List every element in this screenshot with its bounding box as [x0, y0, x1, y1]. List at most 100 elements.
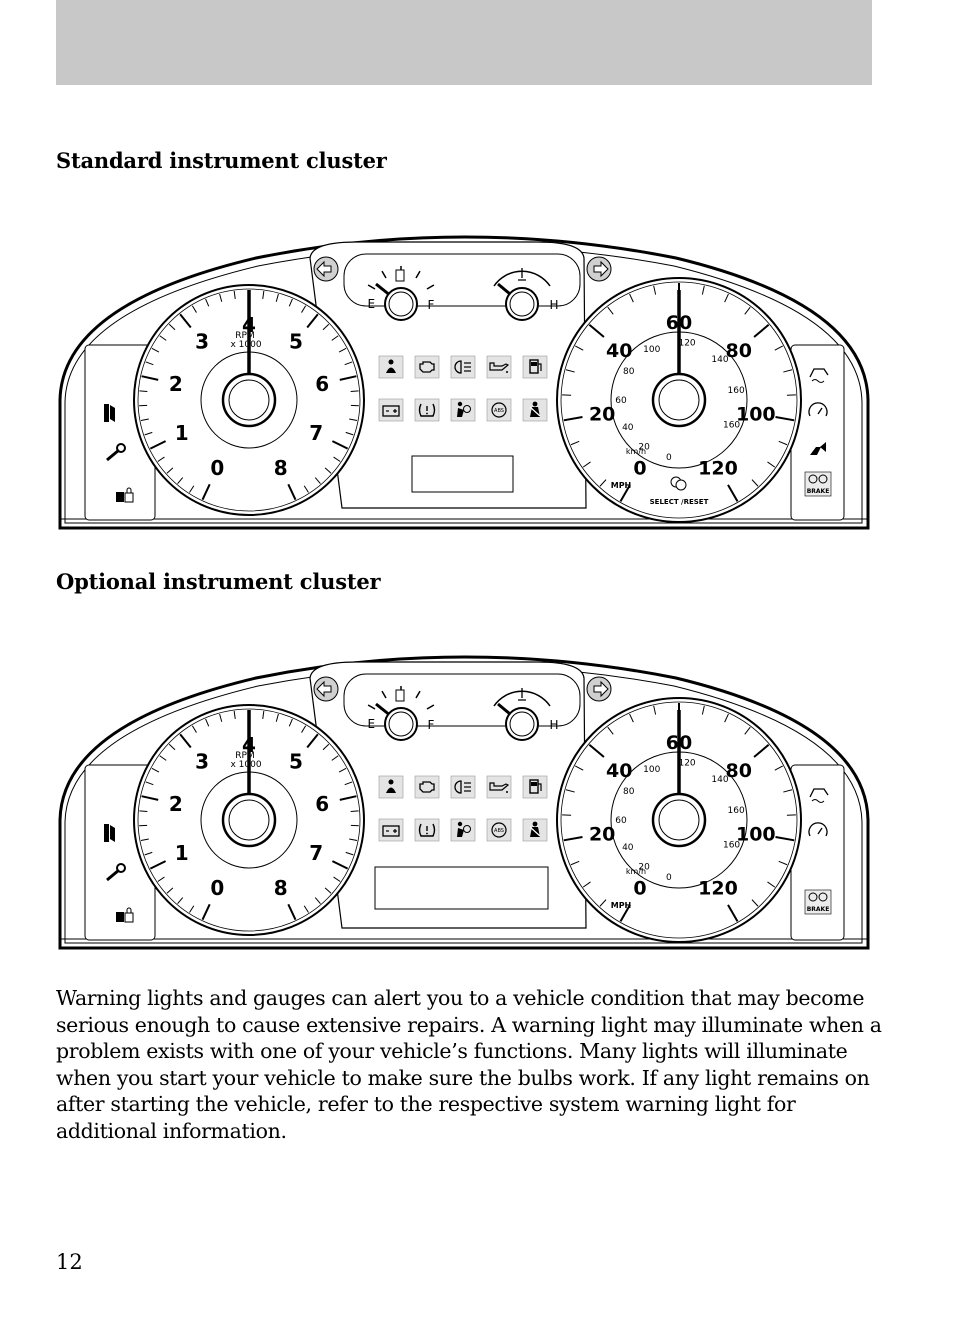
tach-minor-tick [324, 467, 332, 474]
tach-minor-tick [314, 477, 321, 484]
left-indicator-group [104, 404, 134, 503]
tach-minor-tick [205, 298, 210, 307]
tach-minor-tick [166, 467, 174, 474]
tach-major-tick [331, 440, 349, 450]
mph-tick-label: 120 [698, 878, 738, 900]
mph-minor-tick [570, 440, 580, 446]
mph-minor-tick [767, 461, 776, 468]
mph-minor-tick [701, 705, 705, 715]
standard-instrument-cluster: EFH012345678RPMx 10000204060801001200204… [56, 210, 872, 530]
tach-minor-tick [322, 743, 330, 751]
speedometer: 020406080100120020406080100120140160160k… [556, 277, 802, 523]
tach-minor-tick [191, 725, 197, 733]
seatbelt-check-icon [378, 355, 404, 379]
traction-control-icon [809, 788, 829, 803]
mph-minor-tick [751, 479, 759, 487]
tach-minor-tick [338, 767, 347, 773]
battery-icon [378, 818, 404, 842]
headlamp-icon [450, 355, 476, 379]
tach-minor-tick [262, 710, 265, 719]
tach-minor-tick [275, 293, 279, 302]
tach-minor-tick [338, 347, 347, 353]
tach-tick-label: 1 [175, 841, 189, 865]
cluster-drawing: EFH012345678RPMx 10000204060801001200204… [58, 655, 870, 950]
rpm-scale-label: x 1000 [230, 760, 261, 770]
standard-cluster-title: Standard instrument cluster [56, 148, 387, 173]
temp-hot-label: H [549, 298, 558, 312]
mph-minor-tick [778, 440, 788, 446]
coolant-temp-icon [518, 688, 526, 701]
mph-minor-tick [744, 306, 751, 315]
brake-icon: BRAKE [804, 471, 832, 497]
mph-major-tick [753, 324, 770, 338]
fuel-empty-label: E [367, 717, 375, 731]
tach-minor-tick [301, 725, 307, 733]
mph-minor-tick [724, 293, 729, 303]
message-display [374, 866, 549, 910]
cluster-drawing: EFH012345678RPMx 10000204060801001200204… [58, 235, 870, 530]
temp-hot-label: H [549, 718, 558, 732]
kmh-tick-label: 0 [666, 453, 672, 463]
tach-minor-tick [219, 293, 223, 302]
oil-pressure-icon [486, 355, 512, 379]
mph-minor-tick [629, 293, 634, 303]
mph-minor-tick [774, 345, 784, 351]
tach-tick-label: 8 [274, 456, 288, 480]
rpm-label: RPM [235, 751, 254, 761]
security-lock-icon [116, 907, 134, 923]
fuel-full-label: F [428, 298, 435, 312]
tach-minor-tick [205, 718, 210, 727]
tach-tick-label: 3 [195, 750, 209, 774]
svg-text:ABS: ABS [494, 408, 504, 414]
mph-minor-tick [724, 713, 729, 723]
tach-minor-tick [303, 905, 309, 913]
auto-4wd-icon [810, 442, 826, 455]
mph-minor-tick [607, 726, 614, 735]
mph-minor-tick [653, 705, 657, 715]
tach-minor-tick [177, 897, 184, 904]
tach-minor-tick [324, 887, 332, 894]
tach-major-tick [287, 903, 297, 921]
mph-major-tick [619, 904, 631, 922]
mph-minor-tick [783, 369, 793, 373]
mph-major-tick [588, 744, 605, 758]
select-reset-button[interactable]: SELECT /RESET [650, 476, 709, 506]
kmh-tick-label: 100 [643, 765, 660, 775]
mph-minor-tick [565, 369, 575, 373]
mph-tick-label: 100 [736, 404, 776, 426]
tach-major-tick [141, 795, 159, 801]
tach-minor-tick [331, 755, 339, 761]
airbag-icon [450, 398, 476, 422]
tach-minor-tick [233, 710, 236, 719]
tach-minor-tick [168, 323, 176, 331]
tach-tick-label: 6 [315, 372, 329, 396]
mph-minor-tick [629, 713, 634, 723]
tachometer: 012345678RPMx 1000 [133, 704, 365, 936]
tach-minor-tick [288, 718, 293, 727]
tach-major-tick [149, 440, 167, 450]
mph-minor-tick [599, 899, 607, 907]
header-band [56, 0, 872, 85]
tach-minor-tick [344, 361, 353, 366]
kmh-tick-label: 140 [711, 775, 728, 785]
mph-tick-label: 0 [633, 458, 646, 480]
mph-minor-tick [744, 726, 751, 735]
tach-minor-tick [322, 323, 330, 331]
tach-tick-label: 5 [289, 750, 303, 774]
oil-pressure-icon [486, 775, 512, 799]
mph-minor-tick [582, 461, 591, 468]
tach-tick-label: 2 [169, 792, 183, 816]
mph-tick-label: 80 [726, 340, 752, 362]
kmh-tick-label: 120 [678, 339, 695, 349]
temperature-gauge: H [493, 688, 558, 741]
mph-tick-label: 20 [589, 824, 615, 846]
abs-icon: ABS [486, 398, 512, 422]
tach-minor-tick [288, 298, 293, 307]
brake-label: BRAKE [807, 906, 830, 913]
tach-major-tick [306, 733, 319, 749]
rpm-scale-label: x 1000 [230, 340, 261, 350]
tach-minor-tick [219, 713, 223, 722]
mph-major-tick [727, 904, 739, 922]
